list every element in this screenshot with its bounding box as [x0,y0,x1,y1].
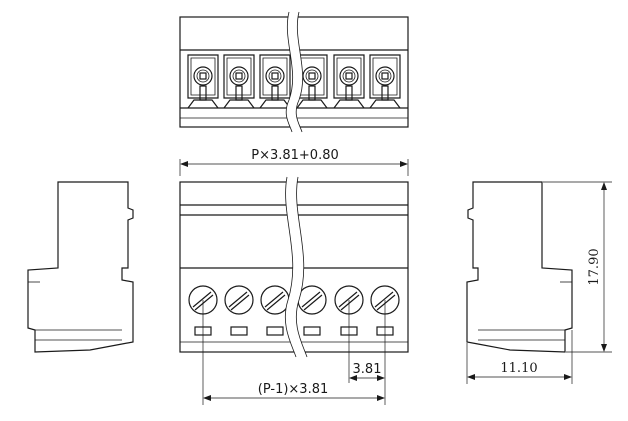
overall-width-label: P×3.81+0.80 [251,148,339,163]
dimension-pitch: 3.81 [348,300,385,383]
screw-2 [224,285,254,315]
right-side-view [466,181,573,353]
screw-4 [297,285,327,315]
top-view [179,11,409,133]
dimension-overall-width: P×3.81+0.80 [179,148,409,176]
screw-3 [260,285,290,315]
dimension-depth: 11.10 [466,330,573,384]
wire-port-4 [303,326,321,336]
wire-port-3 [266,326,284,336]
dimension-height: 17.90 [543,181,612,353]
front-view [179,176,409,358]
top-clamp-3 [259,54,291,109]
pitch-label: 3.81 [353,362,382,377]
left-side-view [27,181,134,353]
height-label: 17.90 [587,248,602,285]
wire-port-2 [230,326,248,336]
dimension-pin-span: (P-1)×3.81 [202,300,386,405]
top-clamp-6 [369,54,401,109]
top-clamp-5 [333,54,365,109]
top-clamp-2 [223,54,255,109]
pin-span-label: (P-1)×3.81 [258,382,329,397]
top-clamp-1 [187,54,219,109]
depth-label: 11.10 [500,361,537,376]
